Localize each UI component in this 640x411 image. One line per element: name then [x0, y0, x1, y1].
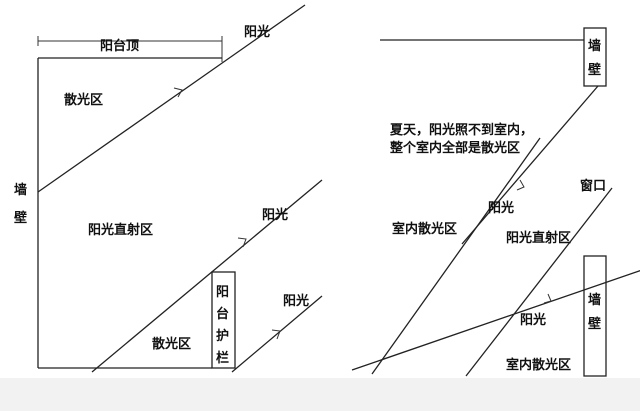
sun-ray-low [231, 295, 323, 373]
sun-ray-right-long [371, 137, 541, 375]
arrow-icon [271, 329, 281, 340]
label-wall-bottom-char-1: 墙 [588, 292, 601, 308]
label-railing-char-4: 栏 [216, 350, 229, 366]
label-sunlight-low: 阳光 [283, 293, 309, 309]
sun-ray-right-mid [465, 187, 613, 377]
arrow-icon [543, 293, 552, 304]
label-indoor-diffuse-low: 室内散光区 [506, 357, 571, 373]
label-summer-line-2: 整个室内全部是散光区 [389, 140, 520, 156]
label-diffuse-top: 散光区 [64, 92, 103, 108]
sun-ray-right-low [351, 270, 640, 371]
label-sunlight-low-right: 阳光 [520, 312, 546, 328]
label-direct-zone: 阳光直射区 [88, 222, 153, 238]
label-summer-line-1: 夏天，阳光照不到室内， [389, 122, 533, 138]
label-wall-top-char-2: 壁 [588, 62, 601, 78]
label-sunlight-mid: 阳光 [262, 207, 288, 223]
sun-ray-top [37, 4, 306, 193]
footer-band [0, 378, 640, 411]
label-window: 窗口 [580, 178, 606, 194]
label-sunlight-mid-right: 阳光 [488, 200, 514, 216]
label-balcony-top: 阳台顶 [100, 38, 139, 54]
lower-wall-box [583, 255, 607, 377]
balcony-railing-box [211, 271, 236, 369]
label-railing-char-3: 护 [216, 328, 229, 344]
label-railing-char-2: 台 [216, 306, 229, 322]
arrow-icon [173, 87, 183, 98]
label-railing-char-1: 阳 [216, 285, 229, 300]
label-wall-bottom-char-2: 壁 [588, 316, 601, 332]
upper-wall-box [583, 27, 607, 87]
label-indoor-diffuse-mid: 室内散光区 [392, 221, 457, 237]
label-wall-char-1: 墙 [14, 182, 27, 198]
label-sunlight-top: 阳光 [244, 24, 270, 40]
sun-ray-middle [91, 179, 323, 373]
arrow-icon [516, 179, 525, 191]
label-diffuse-bottom: 散光区 [152, 336, 191, 352]
label-wall-top-char-1: 墙 [588, 38, 601, 54]
arrow-icon [237, 237, 247, 248]
sun-ray-summer-short [461, 85, 599, 245]
label-wall-char-2: 壁 [14, 210, 27, 226]
label-direct-zone-right: 阳光直射区 [506, 230, 571, 246]
